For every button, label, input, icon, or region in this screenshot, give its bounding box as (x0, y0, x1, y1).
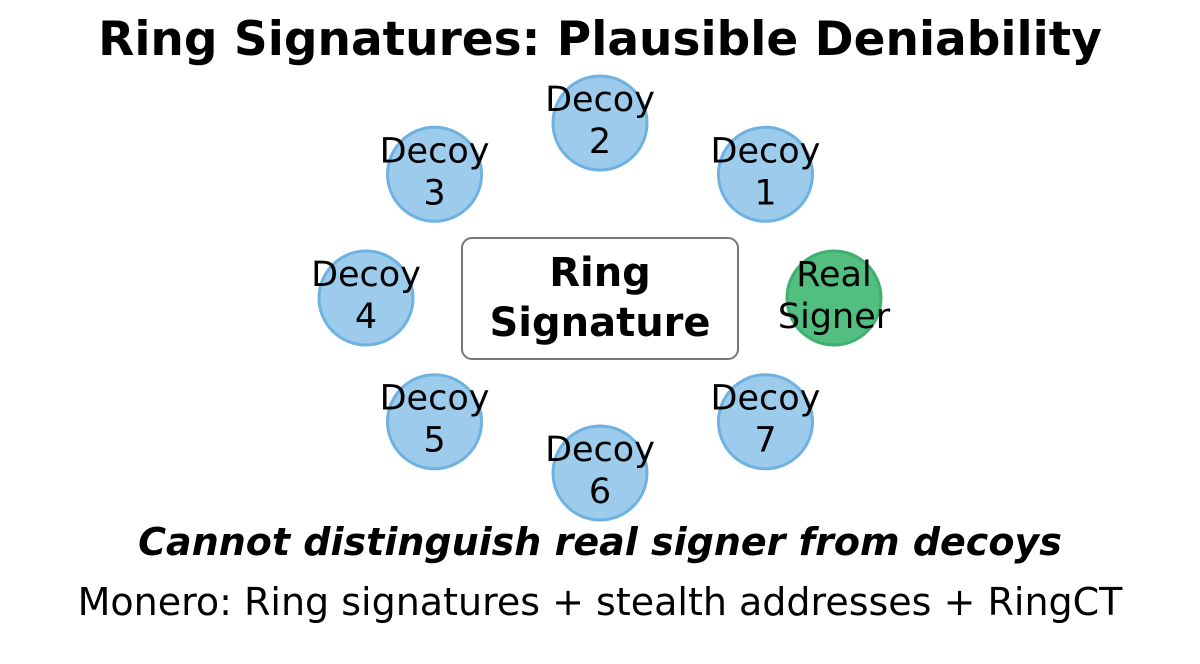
decoy-circle (386, 125, 484, 223)
node-label-line1: Decoy (311, 255, 421, 295)
node-label-line1: Decoy (711, 379, 821, 419)
decoy-circle (551, 424, 649, 522)
node-label-line2: 7 (754, 421, 776, 461)
node-label-line2: 4 (355, 297, 377, 337)
real-signer-circle (785, 249, 883, 347)
node-label-line2: Signer (778, 297, 891, 337)
node-label-line2: 3 (423, 173, 445, 213)
node-label-line1: Real (796, 255, 871, 295)
node-label-line2: 6 (589, 472, 611, 512)
node-label-line1: Decoy (711, 131, 821, 171)
footer-note: Monero: Ring signatures + stealth addres… (78, 580, 1124, 624)
decoy-circle (551, 74, 649, 172)
ring-members: RealSignerDecoy1Decoy2Decoy3Decoy4Decoy5… (311, 74, 891, 522)
decoy-circle (386, 373, 484, 471)
node-label-line1: Decoy (380, 131, 490, 171)
ring-signature-box (461, 237, 739, 360)
ring-signature-label-line1: Ring (549, 250, 651, 296)
node-label-line1: Decoy (380, 379, 490, 419)
diagram-title: Ring Signatures: Plausible Deniability (98, 12, 1102, 67)
ring-signature-label-line2: Signature (489, 300, 710, 346)
node-label-line2: 5 (423, 421, 445, 461)
node-label-line1: Decoy (545, 430, 655, 470)
decoy-circle (716, 125, 814, 223)
node-label-line1: Decoy (545, 80, 655, 120)
node-label-line2: 2 (589, 122, 611, 162)
caption: Cannot distinguish real signer from deco… (138, 520, 1062, 564)
decoy-circle (716, 373, 814, 471)
decoy-circle (317, 249, 415, 347)
node-label-line2: 1 (754, 173, 776, 213)
